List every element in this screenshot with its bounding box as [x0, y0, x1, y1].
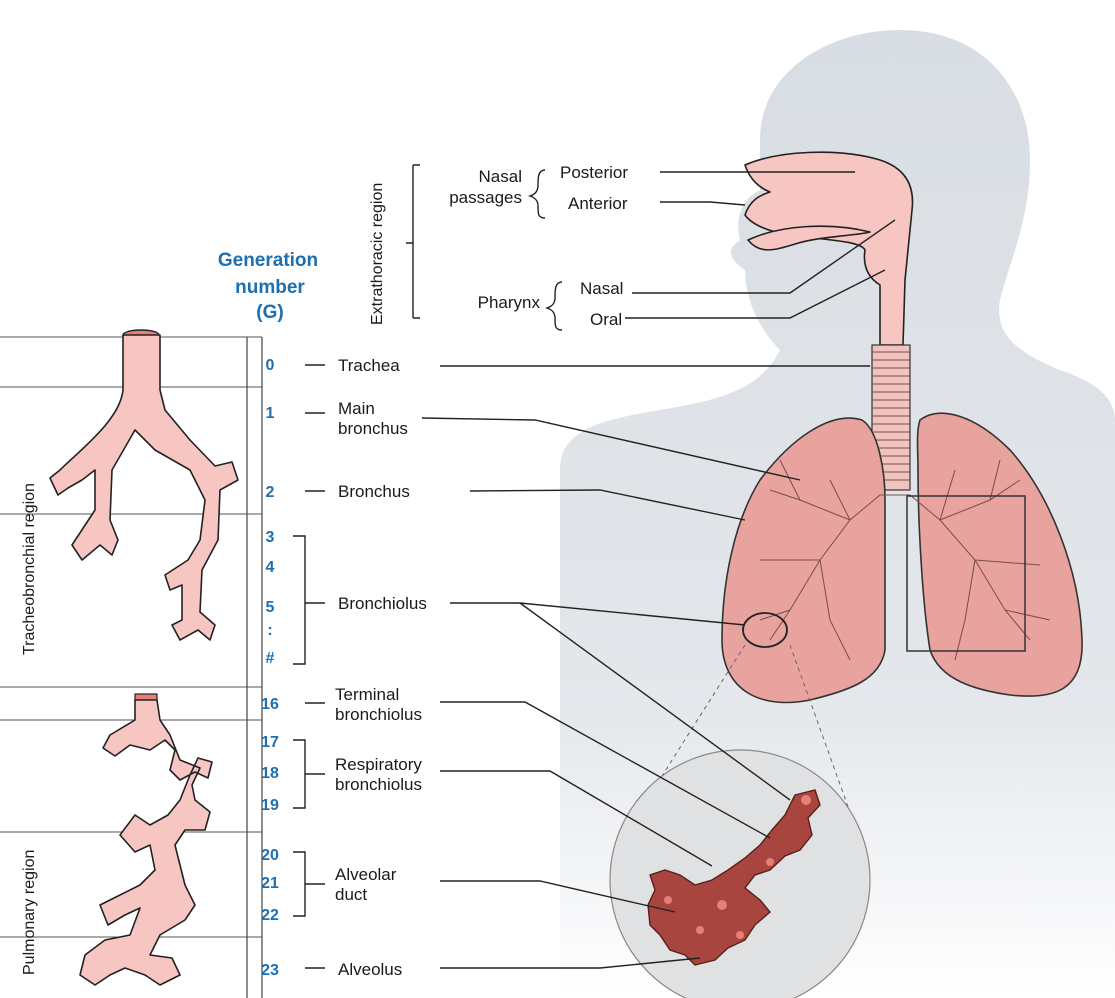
label-nasal-passages-2: passages [449, 188, 522, 207]
label-nasal-passages-1: Nasal [479, 167, 522, 186]
gen-hash: # [266, 650, 275, 667]
label-terminal-2: bronchiolus [335, 705, 422, 724]
gen-22: 22 [261, 907, 279, 924]
gen-20: 20 [261, 847, 279, 864]
region-pulmonary: Pulmonary region [21, 850, 38, 975]
label-respiratory-2: bronchiolus [335, 775, 422, 794]
label-anterior: Anterior [568, 194, 628, 213]
generation-numbers: 0 1 2 3 4 5 : # 16 17 18 19 20 21 22 23 [261, 357, 279, 979]
label-main-bronchus-1: Main [338, 399, 375, 418]
header-g: (G) [256, 302, 283, 323]
label-alveolar-2: duct [335, 885, 367, 904]
label-bronchiolus: Bronchiolus [338, 594, 427, 613]
gen-3: 3 [266, 529, 275, 546]
gen-16: 16 [261, 696, 279, 713]
region-extrathoracic: Extrathoracic region [369, 183, 386, 325]
gen-5: 5 [266, 599, 275, 616]
label-main-bronchus-2: bronchus [338, 419, 408, 438]
gen-dots: : [267, 622, 272, 639]
label-bronchus: Bronchus [338, 482, 410, 501]
label-terminal-1: Terminal [335, 685, 399, 704]
gen-0: 0 [266, 357, 275, 374]
header-generation: Generation [218, 250, 318, 271]
brackets [293, 165, 562, 916]
label-pharynx: Pharynx [478, 293, 541, 312]
header-number: number [235, 277, 305, 298]
gen-1: 1 [266, 405, 275, 422]
gen-2: 2 [266, 484, 275, 501]
gen-17: 17 [261, 734, 279, 751]
label-posterior: Posterior [560, 163, 628, 182]
pulmonary-tree [80, 694, 212, 985]
label-alveolus: Alveolus [338, 960, 402, 979]
label-nasal: Nasal [580, 279, 623, 298]
gen-18: 18 [261, 765, 279, 782]
gen-21: 21 [261, 875, 279, 892]
label-trachea: Trachea [338, 356, 400, 375]
gen-4: 4 [266, 559, 275, 576]
bronchial-tree [50, 330, 238, 640]
gen-19: 19 [261, 797, 279, 814]
gen-23: 23 [261, 962, 279, 979]
label-oral: Oral [590, 310, 622, 329]
region-tracheobronchial: Tracheobronchial region [21, 483, 38, 655]
label-respiratory-1: Respiratory [335, 755, 422, 774]
label-alveolar-1: Alveolar [335, 865, 397, 884]
